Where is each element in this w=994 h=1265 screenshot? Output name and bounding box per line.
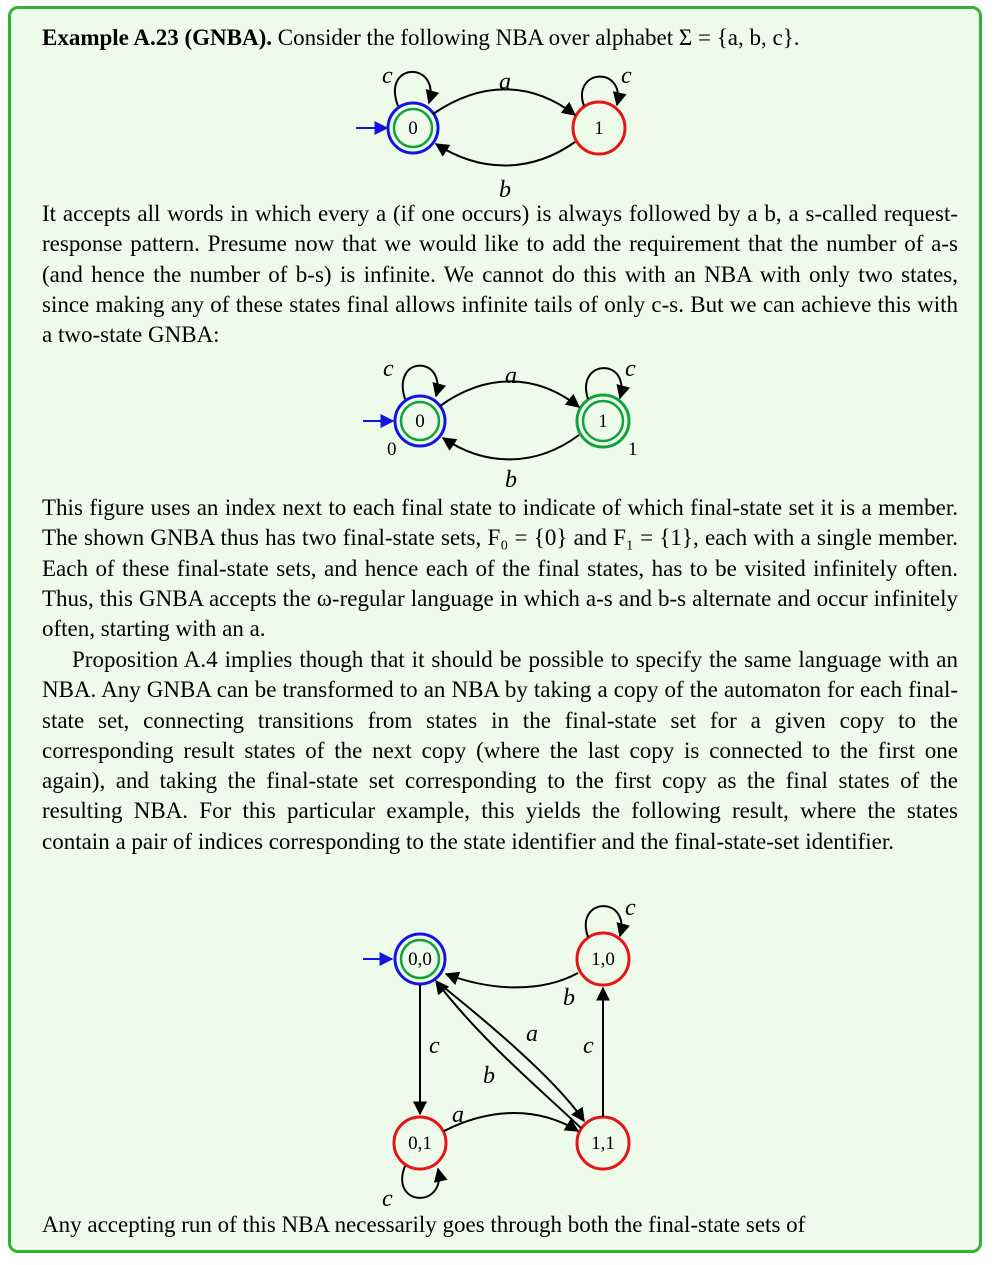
figure-gnba-two-state: 0 0 1 1 c c a b — [363, 356, 638, 489]
edge-00-11 — [435, 980, 585, 1123]
edge-0-1 — [439, 380, 581, 408]
loop-10 — [584, 905, 631, 938]
state-1-index: 1 — [628, 439, 638, 460]
edge-00-01-label: c — [429, 1033, 440, 1059]
figure-nba-two-state: 0 1 c c a b — [356, 63, 632, 203]
loop-0-label: c — [382, 63, 393, 89]
loop-0 — [401, 364, 447, 400]
edge-11-10-label: c — [583, 1033, 594, 1059]
state-0-outer — [393, 394, 447, 448]
state-1-inner — [581, 399, 625, 443]
example-heading: Example A.23 (GNBA). — [42, 25, 272, 50]
edge-11-00 — [435, 979, 582, 1129]
state-00-label: 0,0 — [408, 949, 432, 970]
loop-1 — [581, 75, 627, 107]
example-intro-text: Consider the following NBA over alphabet… — [277, 25, 800, 50]
edge-10-00-label: b — [563, 985, 575, 1011]
edge-0-1 — [432, 88, 577, 116]
edge-1-0 — [441, 434, 580, 461]
paragraph-2: This figure uses an index next to each f… — [42, 495, 958, 642]
paragraph-3: Proposition A.4 implies though that it s… — [42, 647, 958, 854]
edge-1-0-label: b — [505, 467, 517, 489]
state-11-label: 1,1 — [591, 1133, 615, 1154]
state-0-label: 0 — [415, 411, 425, 432]
loop-01-label: c — [382, 1186, 393, 1212]
paragraph-4: Any accepting run of this NBA necessaril… — [42, 1212, 806, 1237]
figure-nba-product: 0,0 1,0 0,1 1,1 c b c b a c a c — [363, 895, 636, 1212]
state-10-label: 1,0 — [591, 949, 615, 970]
loop-1-label: c — [621, 63, 632, 89]
edge-1-0 — [434, 141, 576, 167]
edge-0-1-label: a — [505, 363, 517, 389]
edge-0-1-label: a — [499, 69, 511, 95]
edge-10-00 — [444, 971, 579, 989]
state-10 — [575, 931, 631, 987]
edge-01-11 — [443, 1112, 580, 1132]
state-00-outer — [393, 932, 447, 986]
edge-01-11-label: a — [452, 1102, 464, 1128]
state-01 — [392, 1115, 448, 1171]
state-01-label: 0,1 — [408, 1133, 432, 1154]
state-1-label: 1 — [594, 118, 604, 139]
state-1-label: 1 — [598, 411, 608, 432]
state-1 — [571, 100, 627, 156]
state-0-index: 0 — [387, 439, 397, 460]
example-box: Example A.23 (GNBA). Consider the follow… — [8, 6, 982, 1253]
paragraph-1: It accepts all words in which every a (i… — [42, 201, 958, 348]
state-1-outer — [575, 393, 631, 449]
loop-10-label: c — [625, 895, 636, 921]
edge-1-0-label: b — [499, 177, 511, 203]
example-intro: Example A.23 (GNBA). Consider the follow… — [42, 23, 958, 53]
edge-11-00-label: b — [483, 1063, 495, 1089]
loop-0 — [394, 70, 440, 107]
state-00-inner — [399, 938, 441, 980]
state-0-inner — [392, 107, 434, 149]
loop-1 — [585, 367, 631, 400]
edge-00-11-label: a — [526, 1021, 538, 1047]
state-0-outer — [386, 101, 440, 155]
loop-1-label: c — [625, 356, 636, 382]
state-0-inner — [399, 400, 441, 442]
state-0-label: 0 — [408, 118, 418, 139]
loop-01 — [401, 1165, 448, 1199]
loop-0-label: c — [383, 356, 394, 382]
